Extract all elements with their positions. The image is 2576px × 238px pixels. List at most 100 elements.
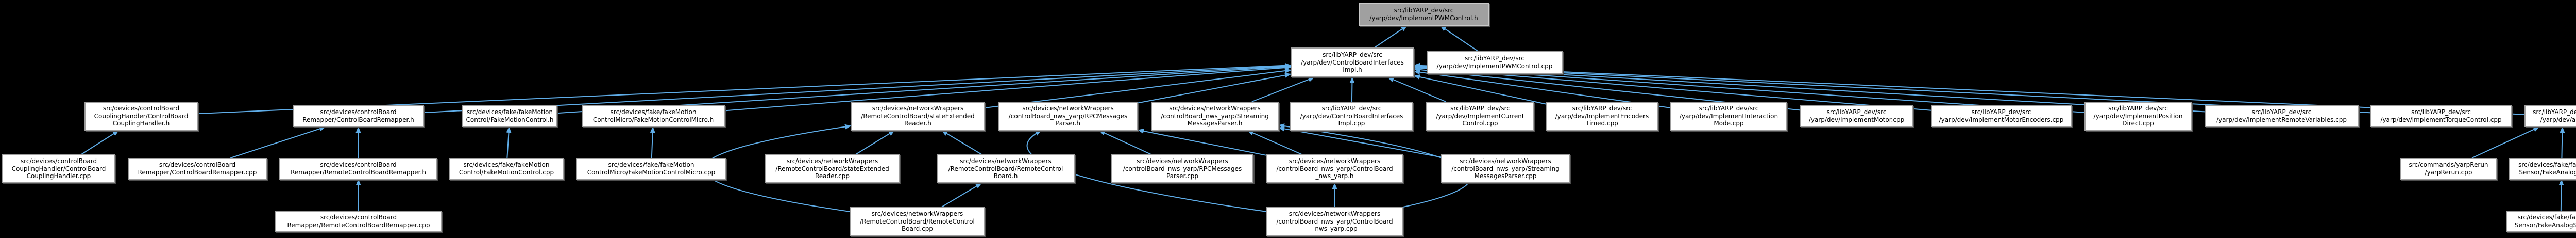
- graph-node[interactable]: src/devices/fake/fakeAnalogSensor/FakeAn…: [2509, 158, 2576, 180]
- node-label-line: Sensor/FakeAnalogSensor.h: [2519, 169, 2576, 176]
- node-label-line: src/devices/fake/fakeMotion: [467, 108, 553, 116]
- graph-node[interactable]: src/devices/networkWrappers/RemoteContro…: [851, 102, 985, 131]
- node-label-line: /controlBoard_nws_yarp/ControlBoard: [1276, 217, 1393, 225]
- node-label-line: Parser.h: [1056, 120, 1080, 128]
- graph-node[interactable]: src/devices/networkWrappers/controlBoard…: [998, 102, 1138, 131]
- node-label-line: src/devices/controlBoard: [20, 157, 97, 165]
- include-edge: [423, 64, 1291, 114]
- graph-node[interactable]: src/libYARP_dev/src/yarp/dev/ImplementIn…: [1670, 102, 1787, 131]
- node-label-line: Control/FakeMotionControl.cpp: [459, 169, 554, 176]
- node-label-line: /RemoteControlBoard/RemoteControl: [948, 165, 1063, 172]
- node-label-line: CouplingHandler.cpp: [26, 172, 91, 180]
- node-label-line: /yarp/dev/ControlBoardInterfaces: [1301, 58, 1404, 66]
- include-edge: [1414, 64, 2085, 113]
- graph-node[interactable]: src/libYARP_dev/src/yarp/dev/ControlBoar…: [1290, 102, 1413, 131]
- node-label-line: Remapper/ControlBoardRemapper.cpp: [138, 169, 257, 176]
- node-label-line: Control/FakeMotionControl.h: [466, 116, 554, 123]
- node-label-line: src/devices/networkWrappers: [1169, 105, 1261, 113]
- node-label-line: src/devices/networkWrappers: [1289, 210, 1381, 218]
- node-label-line: MessagesParser.h: [1187, 120, 1243, 128]
- node-label-line: MessagesParser.cpp: [1474, 172, 1537, 180]
- node-label-line: ControlMicro/FakeMotionControlMicro.cpp: [587, 169, 716, 176]
- node-label-line: Direct.cpp: [2122, 120, 2154, 128]
- include-edge: [1414, 74, 1546, 105]
- include-edge: [1278, 126, 1442, 158]
- graph-node[interactable]: src/libYARP_dev/src/yarp/dev/ImplementMo…: [1931, 105, 2072, 127]
- graph-node[interactable]: src/libYARP_dev/src/yarp/dev/ImplementEn…: [1546, 102, 1658, 131]
- graph-node[interactable]: src/devices/networkWrappers/controlBoard…: [1441, 154, 1570, 183]
- node-label-line: Remapper/RemoteControlBoardRemapper.h: [291, 169, 426, 176]
- graph-node[interactable]: src/libYARP_dev/src/yarp/dev/ImplementTo…: [2370, 105, 2512, 127]
- graph-node[interactable]: src/libYARP_dev/src/yarp/dev/ImplementPo…: [2084, 102, 2192, 131]
- graph-node[interactable]: src/libYARP_dev/src/yarp/dev/all.h: [2524, 105, 2576, 127]
- graph-node[interactable]: src/devices/networkWrappers/controlBoard…: [1266, 207, 1403, 236]
- node-label-line: _nws_yarp.h: [1315, 172, 1354, 180]
- include-edge: [230, 126, 326, 158]
- include-edge: [1138, 129, 1266, 156]
- node-label-line: src/devices/networkWrappers: [786, 157, 878, 165]
- graph-node[interactable]: src/devices/fake/fakeAnalogSensor/FakeAn…: [2506, 211, 2576, 232]
- node-label-line: src/libYARP_dev/src: [2251, 108, 2312, 116]
- node-label-line: src/commands/yarpRerun: [2409, 161, 2488, 169]
- include-edge: [985, 68, 1291, 108]
- include-edge: [650, 126, 655, 158]
- include-edge: [941, 183, 982, 208]
- node-label-line: src/devices/networkWrappers: [960, 157, 1052, 165]
- node-label-line: src/devices/networkWrappers: [1137, 157, 1228, 165]
- node-label-line: /controlBoard_nws_yarp/Streaming: [1451, 165, 1560, 172]
- graph-node[interactable]: src/libYARP_dev/src/yarp/dev/ImplementCu…: [1426, 102, 1534, 131]
- graph-node[interactable]: src/devices/networkWrappers/RemoteContro…: [937, 154, 1075, 183]
- node-label-line: Reader.cpp: [815, 172, 850, 180]
- graph-node[interactable]: src/libYARP_dev/src/yarp/dev/ImplementRe…: [2205, 105, 2359, 127]
- graph-node[interactable]: src/devices/networkWrappers/controlBoard…: [1266, 154, 1403, 183]
- node-label-line: src/libYARP_dev/src: [2533, 108, 2576, 116]
- node-label-line: /yarp/dev/ImplementEncoders: [1555, 112, 1649, 120]
- node-label-line: src/libYARP_dev/src: [1826, 108, 1887, 116]
- include-edge: [941, 130, 982, 155]
- include-edge: [2471, 126, 2540, 158]
- node-label-line: src/devices/networkWrappers: [1022, 105, 1114, 113]
- node-label-line: Impl.cpp: [1338, 120, 1365, 128]
- node-label-line: Mode.cpp: [1714, 120, 1744, 128]
- node-label-line: src/devices/controlBoard: [320, 108, 397, 116]
- node-label-line: /controlBoard_nws_yarp/RPCMessages: [1123, 165, 1242, 172]
- node-label-line: /controlBoard_nws_yarp/RPCMessages: [1008, 112, 1128, 120]
- graph-node[interactable]: src/commands/yarpRerun/yarpRerun.cpp: [2400, 158, 2497, 180]
- node-label-line: src/devices/fake/fakeAnalog: [2517, 214, 2576, 221]
- root-node[interactable]: src/libYARP_dev/src/yarp/dev/ImplementPW…: [1359, 3, 1489, 26]
- node-label-line: /yarp/dev/ImplementInteraction: [1679, 112, 1778, 120]
- include-edge: [1440, 25, 1479, 52]
- graph-node[interactable]: src/devices/networkWrappers/controlBoard…: [1151, 102, 1279, 131]
- node-label-line: src/devices/networkWrappers: [871, 210, 963, 218]
- graph-node[interactable]: src/libYARP_dev/src/yarp/dev/ControlBoar…: [1291, 47, 1414, 77]
- node-label-line: Control.cpp: [1462, 120, 1498, 128]
- graph-node[interactable]: src/devices/networkWrappers/RemoteContro…: [765, 154, 900, 183]
- include-edge: [1099, 130, 1151, 155]
- node-label-line: /controlBoard_nws_yarp/ControlBoard: [1276, 165, 1393, 172]
- node-label-line: src/devices/fake/fakeMotion: [610, 108, 697, 116]
- node-label-line: src/libYARP_dev/src: [1323, 51, 1382, 59]
- node-label-line: /yarp/dev/ImplementTorqueControl.cpp: [2380, 116, 2502, 123]
- include-edge: [506, 126, 512, 158]
- node-label-line: src/libYARP_dev/src: [2108, 105, 2168, 113]
- node-label-line: /yarp/dev/ControlBoardInterfaces: [1300, 112, 1403, 120]
- graph-node[interactable]: src/devices/networkWrappers/controlBoard…: [1111, 154, 1253, 183]
- graph-node[interactable]: src/devices/networkWrappers/RemoteContro…: [850, 207, 985, 236]
- node-label-line: src/libYARP_dev/src: [1699, 105, 1759, 113]
- graph-node[interactable]: src/libYARP_dev/src/yarp/dev/ImplementMo…: [1800, 105, 1913, 127]
- graph-node[interactable]: src/libYARP_dev/src/yarp/dev/ImplementPW…: [1427, 51, 1563, 74]
- include-edge: [1138, 72, 1291, 104]
- include-edge: [1251, 77, 1315, 102]
- node-label-line: src/devices/fake/fakeMotion: [463, 161, 550, 169]
